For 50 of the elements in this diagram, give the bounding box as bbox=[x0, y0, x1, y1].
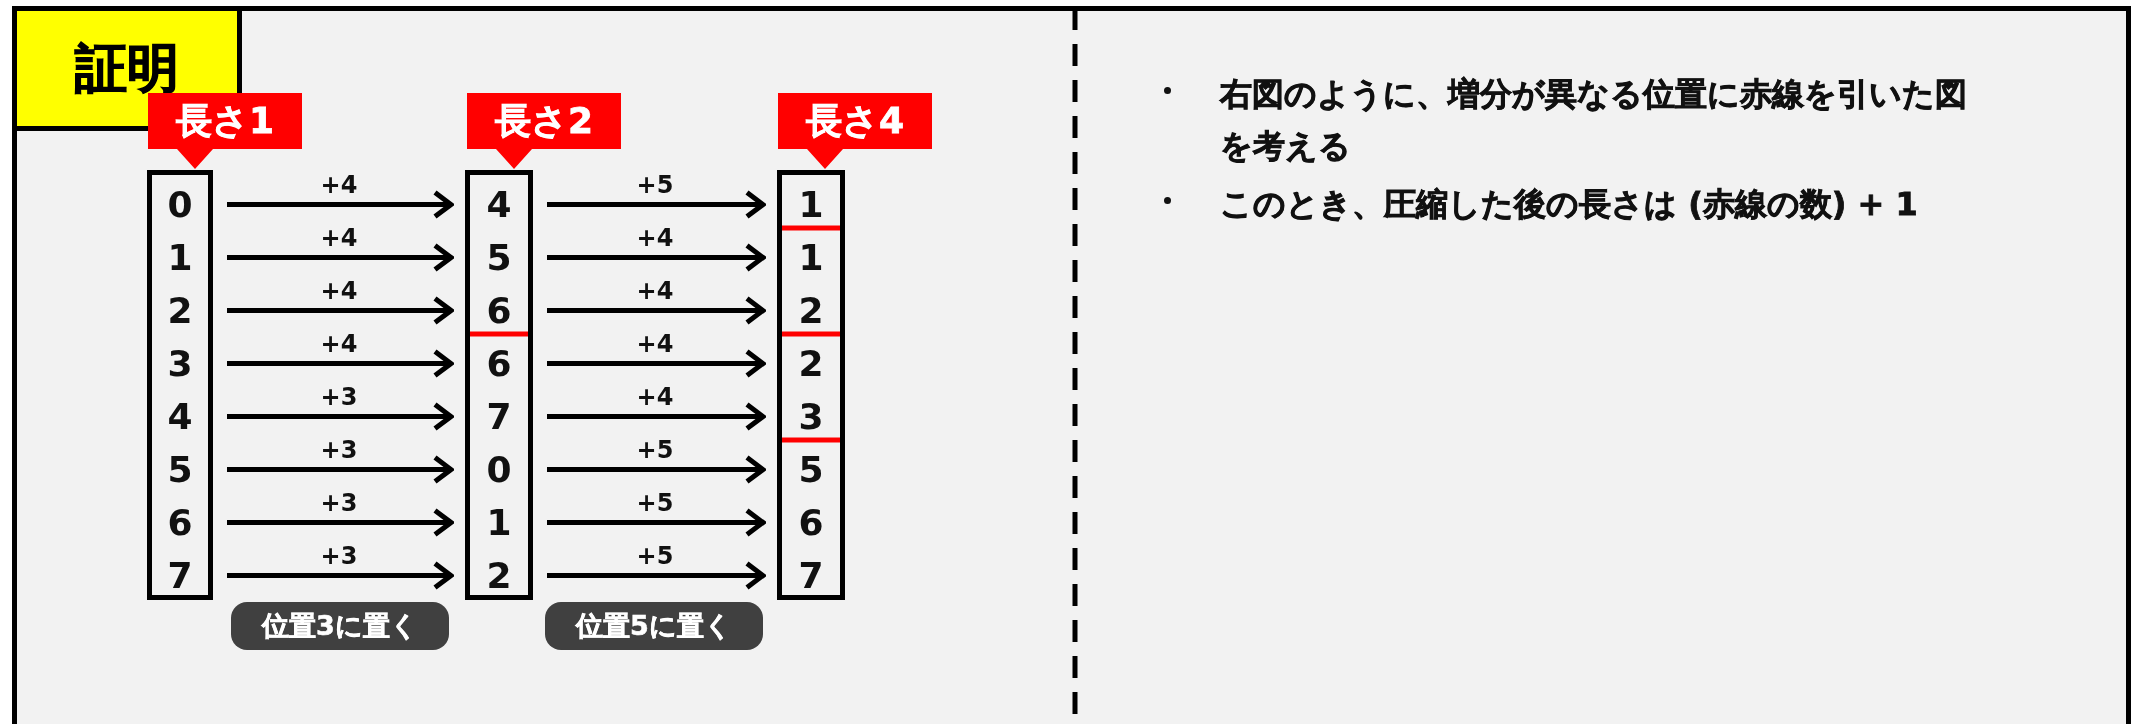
array-box bbox=[465, 170, 533, 600]
array-box bbox=[777, 170, 845, 600]
number: 6 bbox=[470, 284, 528, 337]
arrow bbox=[227, 402, 454, 431]
arrow bbox=[227, 561, 454, 590]
arrow bbox=[547, 349, 766, 378]
step-label: 位置5に置く bbox=[545, 602, 763, 650]
arrow bbox=[227, 349, 454, 378]
arrow bbox=[227, 243, 454, 272]
number: 7 bbox=[470, 390, 528, 443]
arrow bbox=[547, 508, 766, 537]
number: 6 bbox=[152, 496, 208, 549]
number: 2 bbox=[152, 284, 208, 337]
number: 2 bbox=[470, 549, 528, 602]
number: 6 bbox=[470, 337, 528, 390]
number: 1 bbox=[152, 231, 208, 284]
number: 3 bbox=[152, 337, 208, 390]
arrow bbox=[227, 190, 454, 219]
arrow bbox=[547, 243, 766, 272]
number: 3 bbox=[782, 390, 840, 443]
arrow bbox=[547, 561, 766, 590]
bullet-text: 右図のように、増分が異なる位置に赤線を引いた図を考える bbox=[1220, 74, 1968, 167]
number: 1 bbox=[782, 178, 840, 231]
number: 2 bbox=[782, 337, 840, 390]
number: 4 bbox=[152, 390, 208, 443]
bullet-text: このとき、圧縮した後の長さは (赤線の数) + 1 bbox=[1220, 184, 1919, 225]
number: 0 bbox=[152, 178, 208, 231]
number: 6 bbox=[782, 496, 840, 549]
number: 0 bbox=[470, 443, 528, 496]
number: 2 bbox=[782, 284, 840, 337]
arrow bbox=[547, 402, 766, 431]
arrow bbox=[227, 296, 454, 325]
length-callout: 長さ4 bbox=[778, 93, 932, 169]
number: 1 bbox=[470, 496, 528, 549]
number: 5 bbox=[152, 443, 208, 496]
number: 7 bbox=[782, 549, 840, 602]
number: 4 bbox=[470, 178, 528, 231]
arrow bbox=[547, 455, 766, 484]
arrow bbox=[227, 455, 454, 484]
array-box bbox=[147, 170, 213, 600]
number: 5 bbox=[782, 443, 840, 496]
step-label: 位置3に置く bbox=[231, 602, 449, 650]
length-callout: 長さ2 bbox=[467, 93, 621, 169]
number: 7 bbox=[152, 549, 208, 602]
number: 5 bbox=[470, 231, 528, 284]
length-callout: 長さ1 bbox=[148, 93, 302, 169]
arrow bbox=[547, 296, 766, 325]
number: 1 bbox=[782, 231, 840, 284]
arrow bbox=[547, 190, 766, 219]
arrow bbox=[227, 508, 454, 537]
